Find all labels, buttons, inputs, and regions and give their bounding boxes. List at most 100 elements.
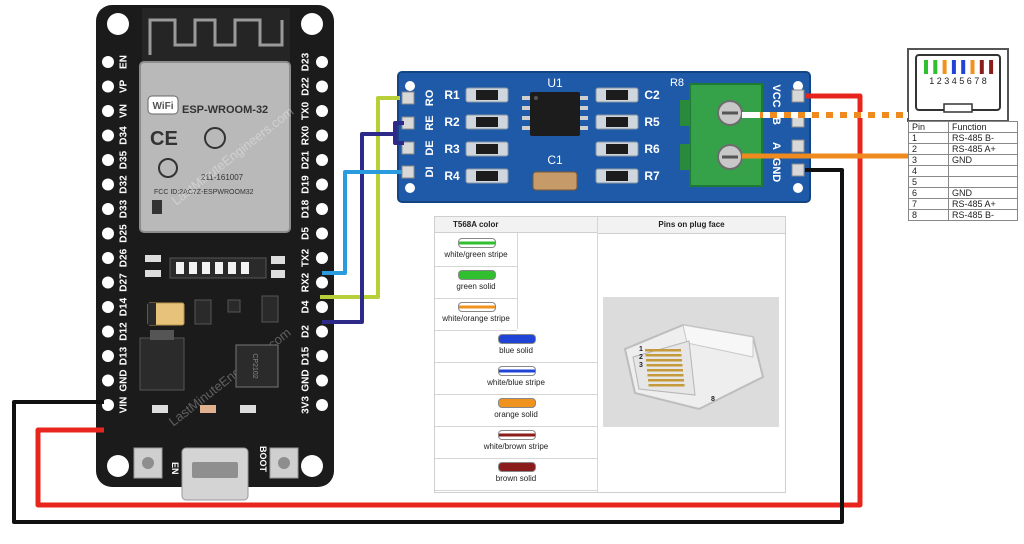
rs485-pin-label: RE	[424, 115, 436, 130]
wire-color-label: blue solid	[499, 346, 533, 355]
rj45-contact	[951, 60, 956, 74]
wire-color-swatch	[498, 462, 536, 472]
esp32-pin-hole	[316, 129, 328, 142]
antenna-trace	[148, 18, 284, 55]
mounting-hole	[301, 13, 323, 35]
pin-number-cell: 1	[908, 132, 949, 144]
ro-rx2-wire	[320, 96, 400, 299]
en-button[interactable]	[133, 447, 163, 479]
esp32-pin-label: D27	[119, 273, 130, 292]
cert-logo	[158, 158, 178, 178]
esp32-pin-label: D23	[301, 52, 312, 71]
wire-color-label: white/brown stripe	[483, 442, 549, 451]
pin-table-row: 4	[908, 165, 1018, 177]
wire-color-label: green solid	[456, 282, 496, 291]
rj45-pin-numbers: 1 2 3 4 5 6 7 8	[929, 76, 987, 86]
plug-contact	[648, 384, 685, 387]
esp32-pin-label: D15	[301, 346, 312, 365]
esp32-pin-hole	[102, 325, 114, 338]
esp32-pin-label: D34	[119, 126, 130, 145]
esp32-pin-hole	[316, 203, 328, 215]
rs485-pin-label: DI	[424, 167, 436, 178]
color-table-header-right: Pins on plug face	[598, 217, 785, 234]
esp32-pin-label: D22	[301, 77, 312, 96]
wire-color-swatch	[458, 238, 496, 248]
esp32-pin-hole	[102, 80, 114, 93]
esp32-pin-label: RX0	[301, 125, 312, 145]
esp32-pin-label: EN	[119, 55, 130, 69]
resistor-label: R4	[444, 169, 460, 183]
plug-contact	[645, 354, 682, 357]
esp32-pin-label: GND	[119, 369, 130, 391]
pin-function-cell: RS-485 B-	[948, 132, 1018, 144]
pin-function-cell: RS-485 B-	[948, 209, 1018, 221]
rj45-jack: 1 2 3 4 5 6 7 8	[907, 48, 1009, 122]
pin-function-cell: RS-485 A+	[948, 143, 1018, 155]
color-swatch-cell: white/orange stripe	[435, 299, 517, 329]
rs485-pin-label: DE	[424, 140, 436, 155]
black-gnd-wire	[12, 168, 844, 524]
plug-contact	[648, 379, 684, 382]
t568a-color-table: T568A color Pins on plug face white/gree…	[434, 216, 786, 493]
esp32-pin-label: VIN	[119, 397, 130, 414]
wire-color-label: white/blue stripe	[487, 378, 545, 387]
rs485-pin-label: GND	[770, 158, 782, 183]
pin-number-cell: 5	[908, 176, 949, 188]
esp32-pin-label: D26	[119, 248, 130, 267]
pin-function-cell: GND	[948, 187, 1018, 199]
wire-color-swatch	[458, 302, 496, 312]
pin-number-cell: 6	[908, 187, 949, 199]
rs485-pin-label: RO	[424, 89, 436, 106]
esp32-pin-hole	[102, 350, 114, 362]
esp32-pin-hole	[316, 56, 328, 68]
esp32-pin-hole	[316, 276, 328, 289]
max485-chip	[530, 92, 580, 136]
esp32-pin-hole	[316, 301, 328, 313]
color-swatch-cell: white/brown stripe	[435, 427, 597, 457]
plug-pin-number: 3	[639, 362, 643, 369]
color-swatch-cell: white/green stripe	[435, 235, 517, 265]
en-button-label: EN	[170, 462, 180, 475]
rj45-contact	[942, 60, 947, 74]
screw-terminal	[689, 83, 763, 187]
esp32-pin-label: RX2	[301, 272, 312, 292]
resistor-label: R2	[444, 115, 460, 129]
esp32-pin-label: D32	[119, 175, 130, 194]
re-de-d4-wire	[322, 121, 404, 324]
wire-color-swatch	[458, 270, 496, 280]
rs485-pin-label: A	[770, 142, 782, 150]
wire-color-swatch	[498, 334, 536, 344]
esp32-pin-label: D21	[301, 150, 312, 169]
esp32-pin-hole	[102, 227, 114, 240]
wire-color-label: brown solid	[495, 474, 537, 483]
esp32-pin-label: D14	[119, 297, 130, 316]
svg-text:CP2102: CP2102	[251, 353, 258, 378]
plug-contact	[645, 349, 681, 352]
esp32-pin-hole	[316, 80, 328, 93]
plug-contact	[647, 369, 683, 372]
resistor-label: R6	[644, 142, 660, 156]
color-table-header-left: T568A color	[435, 217, 597, 233]
boot-button-label: BOOT	[258, 446, 268, 473]
rj45-contact	[933, 60, 938, 74]
pin-function-cell	[948, 165, 1018, 177]
color-swatch-cell: orange solid	[435, 395, 597, 425]
esp32-pin-label: D4	[301, 300, 312, 313]
pin-header: Pin	[908, 121, 949, 133]
esp32-pin-label: 3V3	[301, 396, 312, 414]
esp32-pin-hole	[102, 374, 114, 387]
resistor-label: R7	[644, 169, 660, 183]
wire-color-label: orange solid	[494, 410, 538, 419]
espressif-logo	[204, 127, 226, 149]
esp32-pin-label: D19	[301, 175, 312, 194]
resistor-label: R5	[644, 115, 660, 129]
esp32-pin-hole	[102, 399, 114, 411]
color-swatch-cell: white/blue stripe	[435, 363, 597, 393]
usb-uart-chip	[235, 344, 279, 388]
esp32-pin-label: D13	[119, 346, 130, 365]
wire-color-swatch	[498, 366, 536, 376]
